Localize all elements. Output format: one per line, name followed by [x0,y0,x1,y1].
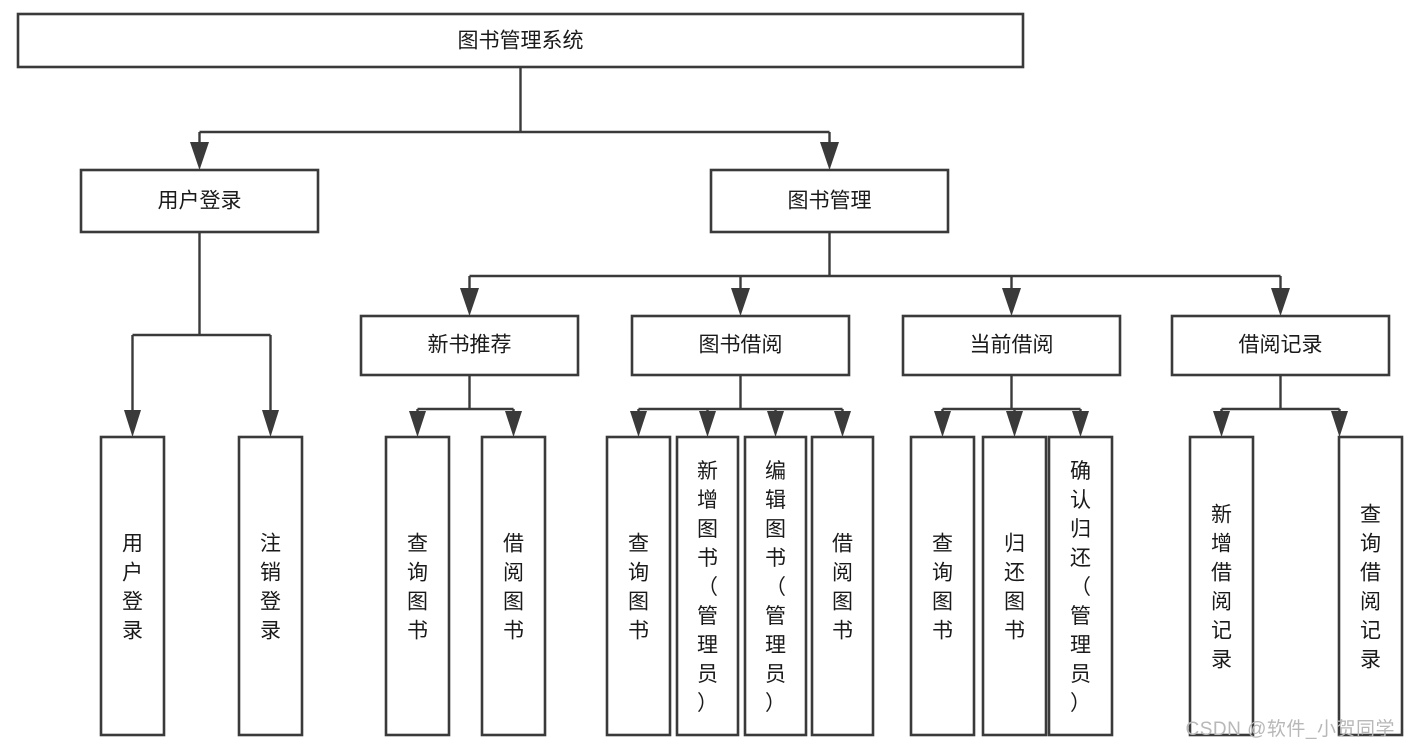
arrow-head-leaf-confirm-return-admin [1072,411,1089,437]
arrow-head-bookmgmt [820,142,839,170]
node-leaf-query-book-1[interactable]: 查询图书 [384,435,451,737]
arrow-head-leaf-add-borrow-record [1213,411,1230,437]
node-book-management-box[interactable] [709,168,950,234]
connector-group-bookborrow-leaves [630,375,851,437]
node-leaf-return-book-label: 归还图书 [1004,533,1025,643]
node-leaf-query-borrow-record-label: 查询借阅记录 [1360,504,1381,672]
arrow-head-leaf-return-book [1006,411,1023,437]
arrow-head-leaf-query-borrow-record [1331,411,1348,437]
node-leaf-borrow-book-1-label: 借阅图书 [503,533,524,643]
node-leaf-borrow-book-2-label: 借阅图书 [832,533,853,643]
node-new-book-recommend-label: 新书推荐 [428,334,512,357]
node-leaf-user-login-label: 用户登录 [122,533,143,643]
node-new-book-recommend-box[interactable] [359,314,580,377]
arrow-head-leaf-query-book-1 [409,411,426,437]
node-borrow-records-label: 借阅记录 [1239,334,1323,357]
connector-group-bookmgmt [460,232,1290,316]
node-borrow-records[interactable]: 借阅记录 [1170,314,1391,377]
node-leaf-add-book-admin-box[interactable] [675,435,740,737]
node-book-borrow-box[interactable] [630,314,851,377]
node-leaf-user-login[interactable]: 用户登录 [99,435,166,737]
arrow-head-leaf-borrow-book-1 [505,411,522,437]
node-leaf-add-book-admin[interactable]: 新增图书（管理员） [675,435,740,737]
node-leaf-query-book-2[interactable]: 查询图书 [605,435,672,737]
arrow-head-borrowrecords [1271,288,1290,316]
node-leaf-logout-login-box[interactable] [237,435,304,737]
node-leaf-query-book-1-label: 查询图书 [407,533,428,643]
node-book-borrow[interactable]: 图书借阅 [630,314,851,377]
node-user-login-label: 用户登录 [158,190,242,213]
node-leaf-borrow-book-2-box[interactable] [810,435,875,737]
node-user-login[interactable]: 用户登录 [79,168,320,234]
node-root[interactable]: 图书管理系统 [16,12,1025,69]
node-leaf-add-borrow-record-label: 新增借阅记录 [1211,504,1232,672]
node-leaf-edit-book-admin-label: 编辑图书（管理员） [765,460,786,715]
node-book-borrow-label: 图书借阅 [699,334,783,357]
arrow-head-leaf-user-login [124,410,141,437]
node-current-borrow-box[interactable] [901,314,1122,377]
arrow-head-leaf-edit-book-admin [767,411,784,437]
node-leaf-query-book-3[interactable]: 查询图书 [909,435,976,737]
node-current-borrow-label: 当前借阅 [970,334,1054,357]
arrow-head-currentborrow [1002,288,1021,316]
node-leaf-return-book[interactable]: 归还图书 [981,435,1048,737]
node-leaf-add-borrow-record-box[interactable] [1188,435,1255,737]
node-leaf-query-book-2-label: 查询图书 [628,533,649,643]
node-leaf-borrow-book-1[interactable]: 借阅图书 [480,435,547,737]
node-leaf-query-book-1-box[interactable] [384,435,451,737]
node-leaf-edit-book-admin-box[interactable] [743,435,808,737]
node-leaf-query-borrow-record[interactable]: 查询借阅记录 [1337,435,1404,737]
arrow-head-leaf-query-book-3 [934,411,951,437]
csdn-watermark: CSDN @软件_小贺同学 [1185,719,1395,740]
node-leaf-add-borrow-record[interactable]: 新增借阅记录 [1188,435,1255,737]
arrow-head-bookborrow [731,288,750,316]
node-leaf-add-book-admin-label: 新增图书（管理员） [697,460,718,715]
arrow-head-leaf-query-book-2 [630,411,647,437]
connector-group-borrowrecords-leaves [1213,375,1348,437]
node-leaf-borrow-book-1-box[interactable] [480,435,547,737]
connector-group-currentborrow-leaves [934,375,1089,437]
node-leaf-query-book-2-box[interactable] [605,435,672,737]
node-current-borrow[interactable]: 当前借阅 [901,314,1122,377]
node-leaf-borrow-book-2[interactable]: 借阅图书 [810,435,875,737]
node-leaf-user-login-box[interactable] [99,435,166,737]
node-leaf-confirm-return-admin-box[interactable] [1047,435,1114,737]
node-leaf-confirm-return-admin[interactable]: 确认归还（管理员） [1047,435,1114,737]
arrow-head-leaf-add-book-admin [699,411,716,437]
node-borrow-records-box[interactable] [1170,314,1391,377]
node-leaf-query-borrow-record-box[interactable] [1337,435,1404,737]
connector-group-userlogin-leaves [124,232,279,437]
node-user-login-box[interactable] [79,168,320,234]
node-root-label: 图书管理系统 [458,30,584,53]
node-root-box[interactable] [16,12,1025,69]
leaf-nodes-group: 用户登录 注销登录 查询图书 借阅图书 查询图书 新增图书（管理员） [99,435,1404,737]
node-leaf-query-book-3-box[interactable] [909,435,976,737]
node-leaf-edit-book-admin[interactable]: 编辑图书（管理员） [743,435,808,737]
arrow-head-leaf-logout-login [262,410,279,437]
node-leaf-logout-login[interactable]: 注销登录 [237,435,304,737]
arrow-head-leaf-borrow-book-2 [834,411,851,437]
node-leaf-confirm-return-admin-label: 确认归还（管理员） [1070,460,1091,715]
node-leaf-logout-login-label: 注销登录 [260,533,281,643]
node-leaf-query-book-3-label: 查询图书 [932,533,953,643]
node-book-management[interactable]: 图书管理 [709,168,950,234]
connector-group-newbook-leaves [409,375,522,437]
node-leaf-return-book-box[interactable] [981,435,1048,737]
arrow-head-newbook [460,288,479,316]
node-new-book-recommend[interactable]: 新书推荐 [359,314,580,377]
node-book-management-label: 图书管理 [788,190,872,213]
arrow-head-userlogin [190,142,209,170]
connector-group-root [190,67,839,170]
